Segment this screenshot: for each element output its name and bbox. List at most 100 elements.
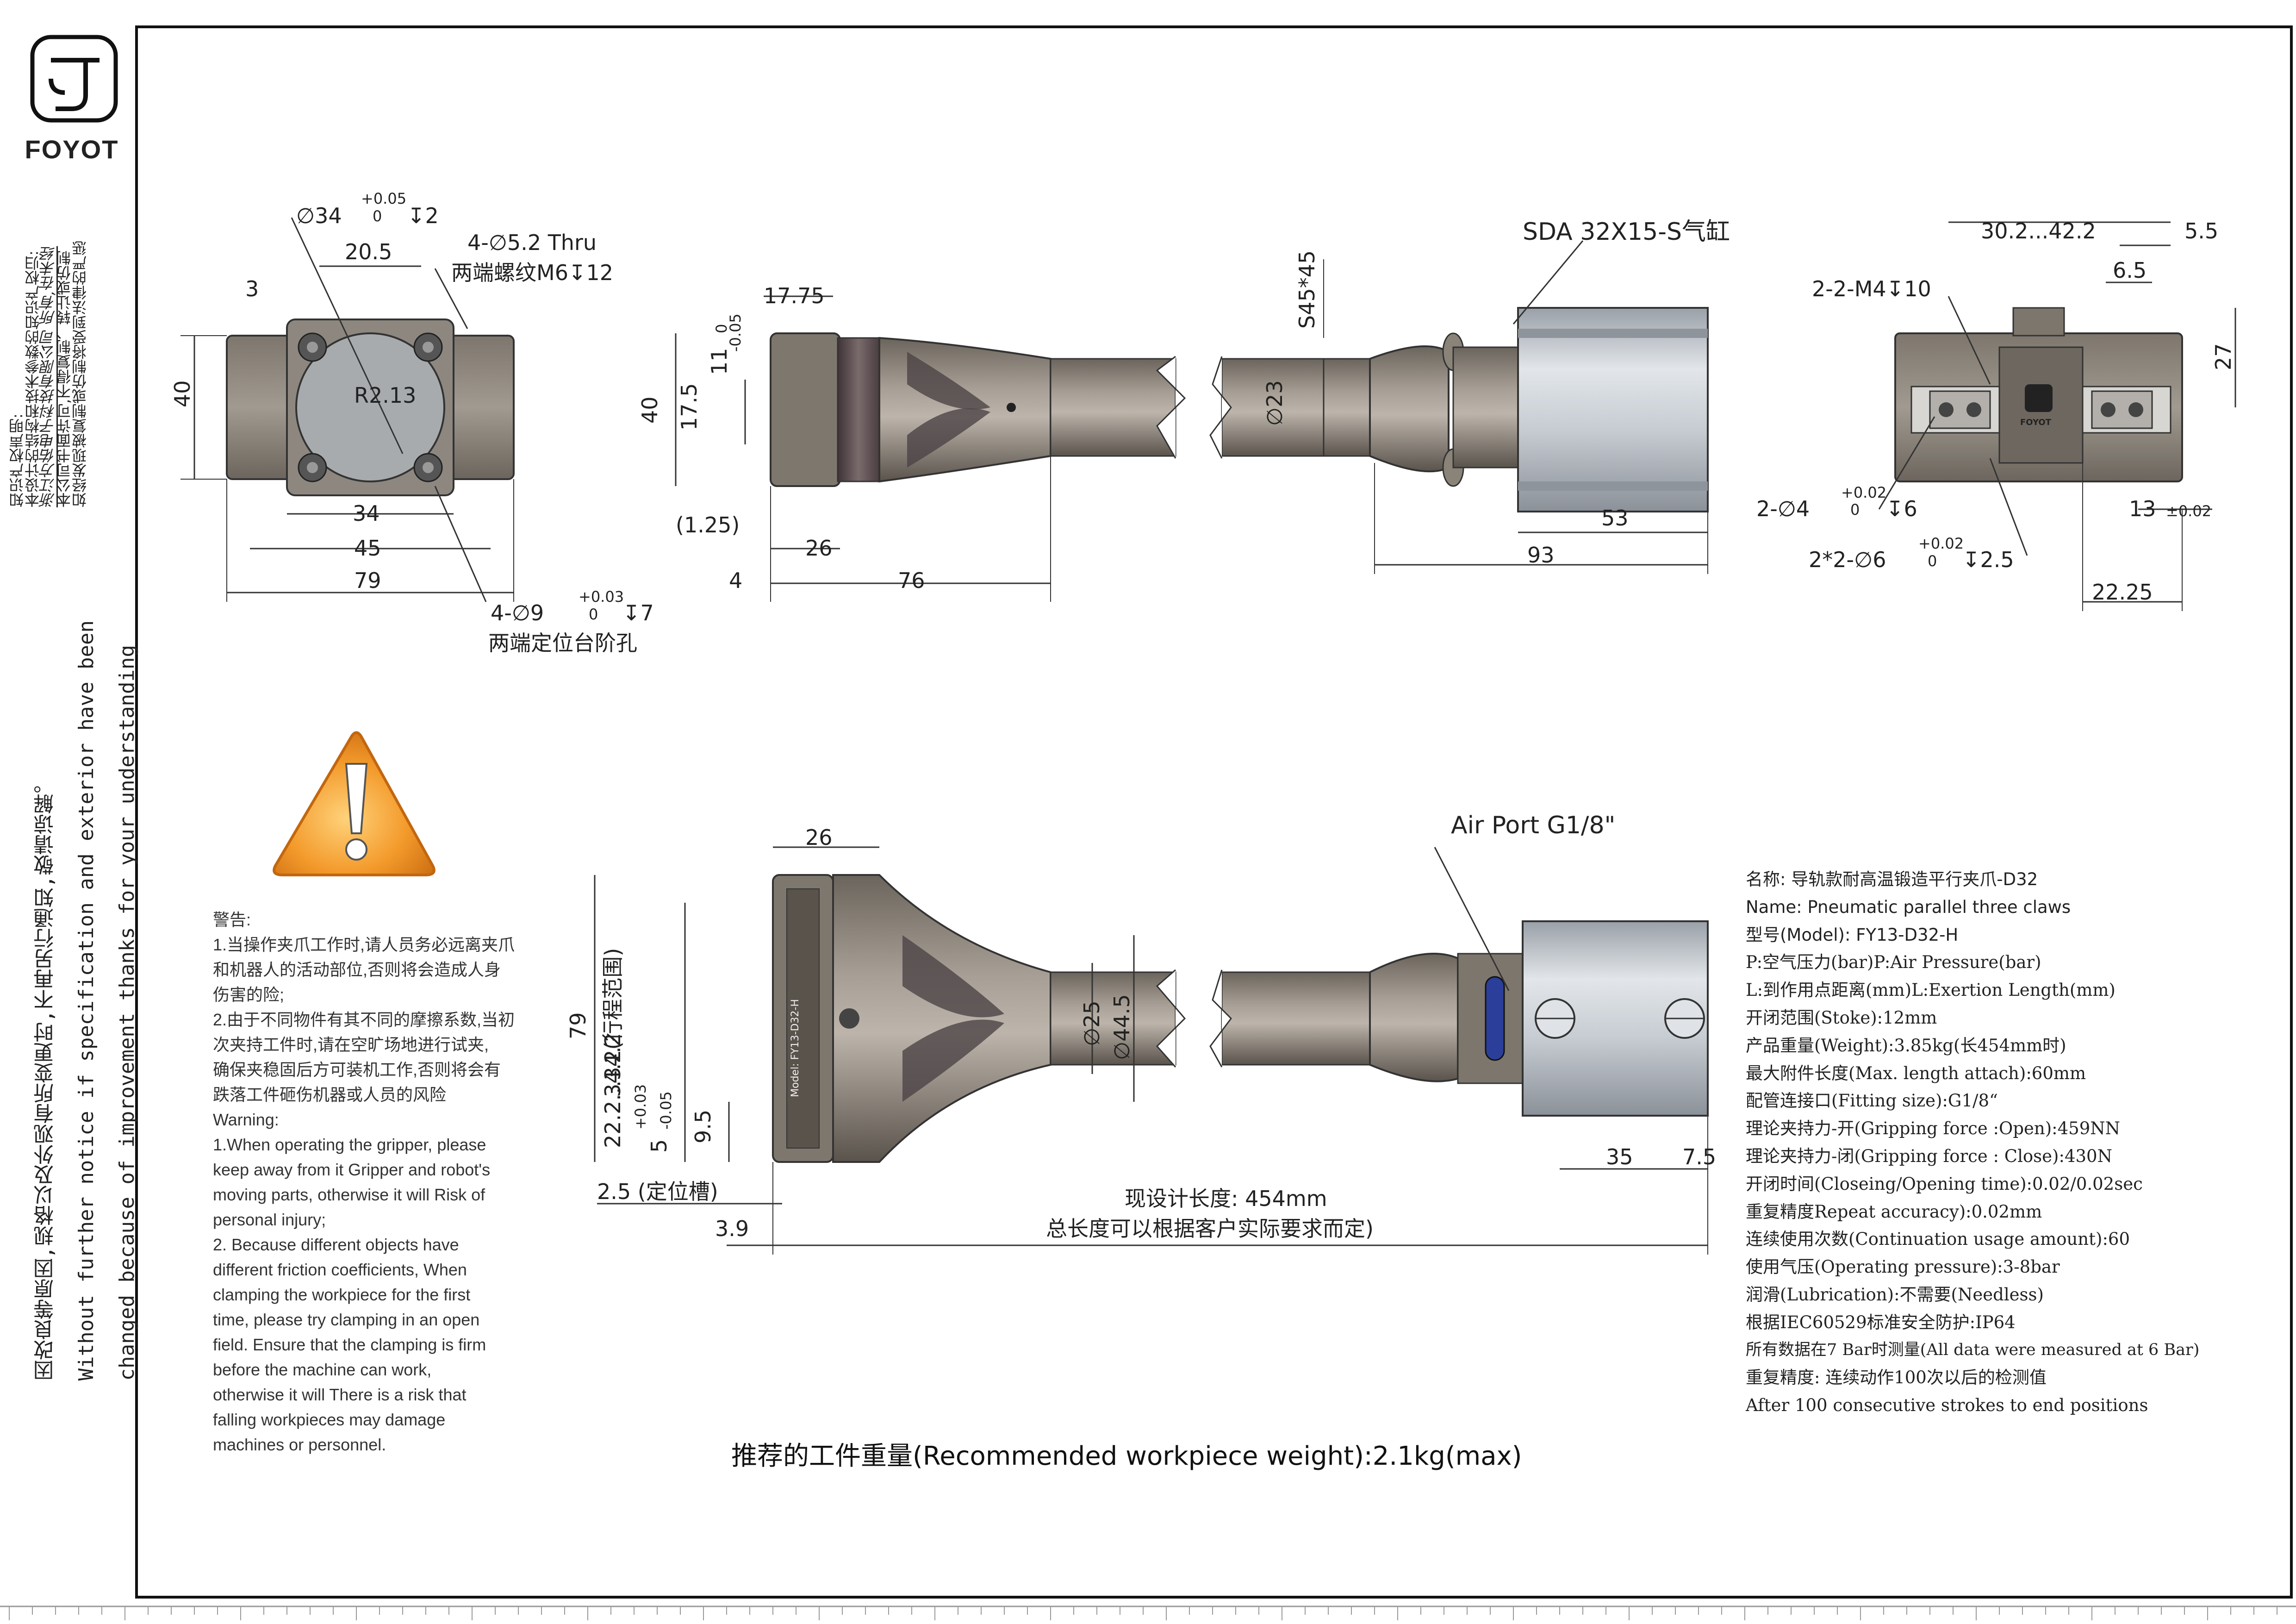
warning-en-title: Warning:: [213, 1110, 279, 1129]
dim-40-mid: 40: [637, 396, 662, 424]
spec-name-cn: 名称: 导轨款耐高温锻造平行夹爪-D32: [1746, 869, 2038, 889]
dim-3-9: 3.9: [715, 1216, 749, 1241]
spec-operating: 使用气压(Operating pressure):3-8bar: [1746, 1257, 2060, 1277]
spec-attach: 最大附件长度(Max. length attach):60mm: [1746, 1063, 2086, 1083]
dim-45: 45: [354, 536, 381, 561]
warning-en-13: machines or personnel.: [213, 1435, 386, 1454]
tol-d6-up: +0.02: [1918, 535, 1964, 552]
pin-label: 4-∅9: [491, 600, 544, 625]
depth-2: ↧2: [407, 203, 439, 228]
dim-d25: ∅25: [1079, 1000, 1104, 1046]
dim-4: 4: [729, 568, 742, 593]
warning-title: 警告:: [213, 910, 251, 929]
ip-line-1: 本设计的结构和技术参数的知识产权归:: [24, 250, 42, 507]
warning-cn-2: 和机器人的活动部位,否则将会造成人身: [213, 960, 501, 979]
spec-model: 型号(Model): FY13-D32-H: [1746, 924, 1959, 945]
dim-27: 27: [2211, 343, 2236, 370]
tol1-low: 0: [373, 207, 382, 225]
spec-accuracy: 重复精度Repeat accuracy):0.02mm: [1746, 1201, 2042, 1222]
stroke-label: 34.2(行程范围): [600, 948, 625, 1097]
tol-13: ±0.02: [2166, 502, 2211, 520]
spec-force-open: 理论夹持力-开(Gripping force :Open):459NN: [1746, 1118, 2121, 1139]
depth-6: ↧6: [1886, 496, 1917, 521]
sphere-label: S45*45: [1294, 250, 1319, 329]
recommended-weight: 推荐的工件重量(Recommended workpiece weight):2.…: [731, 1441, 1522, 1471]
dim-40-left: 40: [170, 380, 195, 407]
top-left-view: [180, 217, 515, 602]
air-port-label: Air Port G1/8": [1451, 812, 1615, 839]
tol-bottom-up: +0.03: [632, 1084, 649, 1130]
warning-en-9: field. Ensure that the clamping is firm: [213, 1335, 486, 1354]
ip-line-2: 浙江方佑电子科技有限公司 所有,在未经: [40, 246, 57, 507]
top-mid-view: [675, 240, 1709, 602]
spec-repeat-en: After 100 consecutive strokes to end pos…: [1746, 1395, 2148, 1416]
tol-d4-up: +0.02: [1841, 484, 1886, 501]
warning-en-2: keep away from it Gripper and robot's: [213, 1160, 491, 1179]
spec-stroke: 开闭范围(Stoke):12mm: [1746, 1007, 1937, 1028]
warning-notes: 警告: 1.当操作夹爪工作时,请人员务必远离夹爪 和机器人的活动部位,否则将会造…: [213, 907, 546, 1457]
pin-desc: 两端定位台阶孔: [488, 631, 637, 656]
tol-d4-low: 0: [1850, 501, 1860, 518]
ruler-strip: [0, 1605, 2296, 1620]
tol2-up: +0.03: [579, 588, 624, 606]
holes-label: 4-∅5.2 Thru: [467, 230, 597, 255]
dim-17-75: 17.75: [764, 283, 825, 308]
spec-length: L:到作用点距离(mm)L:Exertion Length(mm): [1746, 980, 2116, 1000]
warning-cn-5: 次夹持工件时,请在空旷场地进行试夹,: [213, 1035, 489, 1054]
warning-en-5: 2. Because different objects have: [213, 1235, 459, 1254]
dim-79-bottom: 79: [566, 1012, 591, 1039]
tol1-up: +0.05: [361, 190, 406, 207]
dim-9-5: 9.5: [691, 1110, 716, 1143]
d4-label: 2-∅4: [1756, 496, 1810, 521]
notice-block: 因改良等原因,规格以及外观有所变更时,不再另行通知,敬请谅解。 Without …: [25, 620, 148, 1380]
brand-name: FOYOT: [25, 135, 119, 164]
warning-cn-1: 1.当操作夹爪工作时,请人员务必远离夹爪: [213, 935, 515, 954]
ip-statement: 知识产权声明: 本设计的结构和技术参数的知识产权归: 浙江方佑电子科技有限公司 …: [8, 241, 89, 507]
warning-en-12: falling workpieces may damage: [213, 1410, 446, 1429]
ip-line-4: 如经发现被复制或仿制将受到法律的严惩: [71, 241, 89, 507]
cylinder-label: SDA 32X15-S气缸: [1523, 218, 1730, 246]
spec-pressure: P:空气压力(bar)P:Air Pressure(bar): [1746, 952, 2041, 973]
tol-mid-low: -0.05: [727, 313, 744, 352]
design-length: 现设计长度: 454mm: [1125, 1186, 1327, 1211]
d6-label: 2*2-∅6: [1809, 547, 1886, 572]
warning-cn-7: 跌落工件砸伤机器或人员的风险: [213, 1085, 447, 1104]
dim-26-top: 26: [805, 536, 833, 561]
notice-en-1: Without further notice if specification …: [75, 620, 98, 1381]
spec-time: 开闭时间(Closeing/Opening time):0.02/0.02sec: [1746, 1174, 2143, 1194]
warning-cn-6: 确保夹稳固后方可装机工作,否则将会有: [213, 1060, 501, 1079]
dim-7-5: 7.5: [1682, 1144, 1716, 1169]
dim-d44-5: ∅44.5: [1109, 994, 1134, 1061]
tol-mid-up: 0: [713, 324, 730, 333]
spec-repeat-cn: 重复精度: 连续动作100次以后的检测值: [1746, 1368, 2047, 1388]
spec-force-close: 理论夹持力-闭(Gripping force : Close):430N: [1746, 1146, 2112, 1166]
dim-20-5: 20.5: [345, 239, 392, 264]
model-mark: Model: FY13-D32-H: [790, 999, 801, 1097]
spec-measured: 所有数据在7 Bar时测量(All data were measured at …: [1746, 1340, 2200, 1359]
depth-7: ↧7: [622, 600, 654, 625]
mini-logo: FOYOT: [2020, 418, 2052, 427]
warning-cn-4: 2.由于不同物件有其不同的摩擦系数,当初: [213, 1010, 515, 1029]
bottom-view: [594, 846, 1709, 1255]
spec-weight: 产品重量(Weight):3.85kg(长454mm时): [1746, 1035, 2066, 1056]
dim-range-top: 30.2...42.2: [1981, 219, 2096, 244]
warning-en-1: 1.When operating the gripper, please: [213, 1135, 486, 1154]
dim-35: 35: [1606, 1144, 1633, 1169]
warning-cn-3: 伤害的险;: [213, 985, 285, 1004]
top-right-view: [1878, 221, 2236, 611]
tol-bottom-low: -0.05: [657, 1091, 675, 1130]
ip-title: 知识产权声明:: [8, 413, 26, 507]
dim-d23: ∅23: [1262, 380, 1287, 426]
dim-5: 5: [647, 1139, 672, 1153]
dim-3: 3: [245, 276, 259, 301]
depth-2-5: ↧2.5: [1962, 547, 2014, 572]
dim-34: 34: [353, 501, 380, 526]
thread-label: 两端螺纹M6↧12: [451, 260, 613, 285]
notice-en-2: changed because of improvement thanks fo…: [115, 644, 139, 1381]
frame-border: [135, 25, 2293, 1599]
dim-93: 93: [1527, 543, 1555, 568]
foyot-logo-icon: [30, 35, 118, 123]
tol-d6-low: 0: [1928, 552, 1937, 570]
spec-continuation: 连续使用次数(Continuation usage amount):60: [1746, 1229, 2130, 1249]
spec-list: 名称: 导轨款耐高温锻造平行夹爪-D32 Name: Pneumatic par…: [1746, 866, 2292, 1419]
